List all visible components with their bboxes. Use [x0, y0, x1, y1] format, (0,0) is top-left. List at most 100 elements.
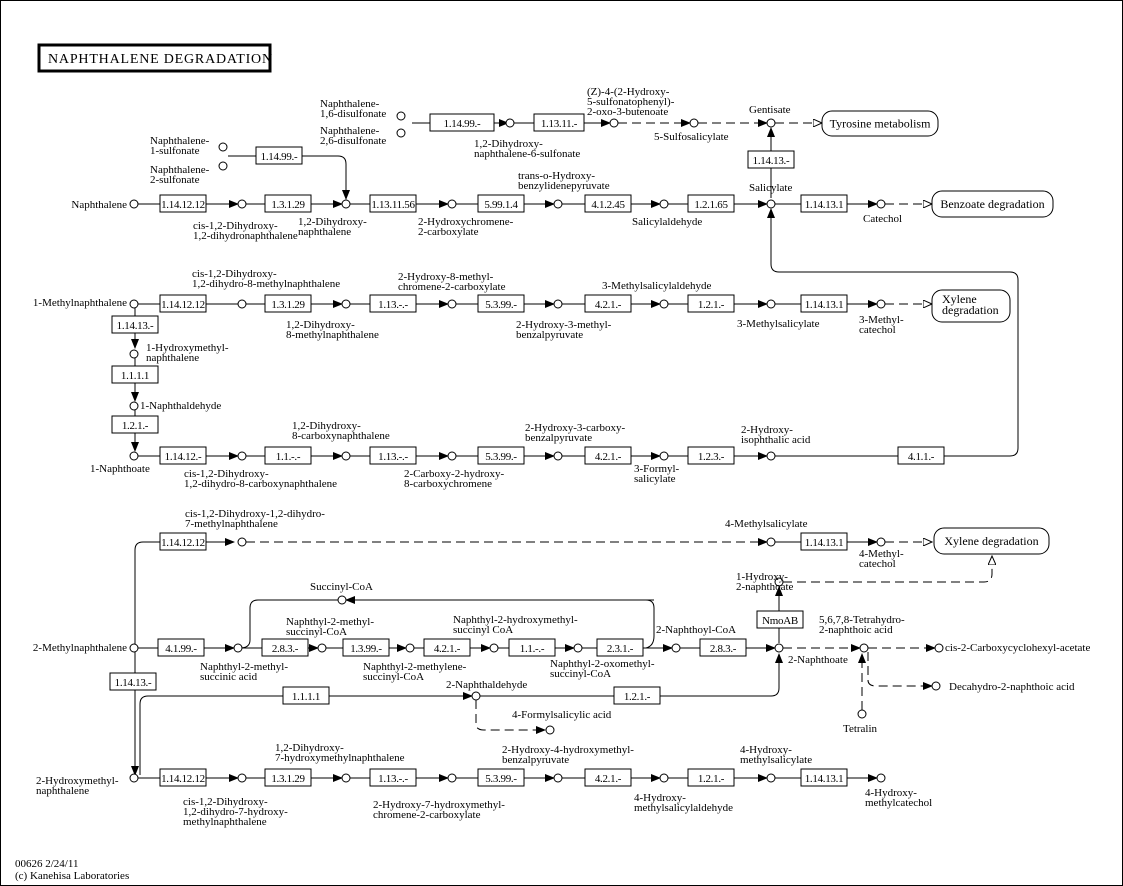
- compound-node[interactable]: [341, 299, 351, 309]
- compound-ncoa2[interactable]: 2-Naphthoyl-CoA: [656, 624, 736, 653]
- enzyme-box-frame[interactable]: [264, 194, 312, 213]
- compound-dhn[interactable]: 1,2-Dihydroxy-naphthalene: [298, 199, 367, 238]
- compound-dh7hm[interactable]: 1,2-Dihydroxy-7-hydroxymethylnaphthalene: [275, 742, 405, 783]
- compound-h3cbp[interactable]: 2-Hydroxy-3-carboxy-benzalpyruvate: [525, 422, 626, 461]
- enzyme-box[interactable]: 1.14.12.12: [159, 194, 207, 213]
- enzyme-box[interactable]: 4.1.1.-: [897, 446, 945, 465]
- enzyme-box[interactable]: 1.3.99.-: [342, 638, 390, 657]
- compound-tetralin[interactable]: Tetralin: [843, 709, 878, 735]
- compound-salald[interactable]: Salicylaldehyde: [632, 199, 702, 228]
- compound-node[interactable]: [857, 709, 867, 719]
- compound-n2mlscoa[interactable]: Naphthyl-2-methylene-succinyl-CoA: [363, 643, 467, 683]
- enzyme-box[interactable]: 1.3.1.29: [264, 294, 312, 313]
- enzyme-box-frame[interactable]: [477, 446, 525, 465]
- compound-cisdh7hm[interactable]: cis-1,2-Dihydroxy-1,2-dihydro-7-hydroxy-…: [183, 773, 288, 828]
- compound-n2s[interactable]: Naphthalene-2-sulfonate: [150, 161, 228, 186]
- compound-n16ds[interactable]: Naphthalene-1,6-disulfonate: [320, 98, 406, 121]
- compound-n2msa[interactable]: Naphthyl-2-methyl-succinic acid: [200, 643, 288, 683]
- compound-node[interactable]: [609, 118, 619, 128]
- enzyme-box-frame[interactable]: [584, 446, 632, 465]
- enzyme-box-frame[interactable]: [264, 294, 312, 313]
- compound-node[interactable]: [341, 773, 351, 783]
- enzyme-box[interactable]: 1.13.-.-: [369, 294, 417, 313]
- enzyme-box-frame[interactable]: [613, 686, 661, 705]
- enzyme-box[interactable]: 4.2.1.-: [584, 768, 632, 787]
- map-box[interactable]: [931, 190, 1054, 218]
- compound-h8mcc[interactable]: 2-Hydroxy-8-methyl-chromene-2-carboxylat…: [398, 271, 506, 309]
- enzyme-box[interactable]: 1.2.1.65: [687, 194, 735, 213]
- compound-mcat3[interactable]: 3-Methyl-catechol: [859, 299, 904, 336]
- compound-h3mbp[interactable]: 2-Hydroxy-3-methyl-benzalpyruvate: [516, 299, 612, 341]
- compound-node[interactable]: [237, 199, 247, 209]
- compound-node[interactable]: [489, 643, 499, 653]
- compound-node[interactable]: [553, 299, 563, 309]
- compound-dh8m[interactable]: 1,2-Dihydroxy-8-methylnaphthalene: [286, 299, 379, 341]
- enzyme-box[interactable]: 1.14.13.1: [800, 294, 848, 313]
- enzyme-box[interactable]: 1.14.13.1: [800, 768, 848, 787]
- enzyme-box[interactable]: 1.2.1.-: [613, 686, 661, 705]
- compound-node[interactable]: [237, 299, 247, 309]
- pathway-map-link[interactable]: Xylene degradation: [933, 527, 1050, 555]
- compound-node[interactable]: [447, 299, 457, 309]
- enzyme-box[interactable]: 1.3.1.29: [264, 768, 312, 787]
- enzyme-box-frame[interactable]: [261, 638, 309, 657]
- compound-n2mscoa[interactable]: Naphthyl-2-methyl-succinyl-CoA: [286, 616, 374, 653]
- compound-succoa[interactable]: Succinyl-CoA: [310, 581, 373, 605]
- compound-node[interactable]: [659, 451, 669, 461]
- compound-node[interactable]: [766, 118, 776, 128]
- compound-hmn1[interactable]: 1-Hydroxymethyl-naphthalene: [129, 342, 229, 364]
- compound-node[interactable]: [766, 299, 776, 309]
- compound-cisdh7m[interactable]: cis-1,2-Dihydroxy-1,2-dihydro-7-methylna…: [185, 508, 325, 547]
- compound-h7hmcc[interactable]: 2-Hydroxy-7-hydroxymethyl-chromene-2-car…: [373, 773, 505, 821]
- enzyme-box[interactable]: 1.13.11.-: [533, 113, 585, 132]
- enzyme-box-frame[interactable]: [369, 768, 417, 787]
- compound-fsa4[interactable]: 4-Formylsalicylic acid: [512, 709, 612, 735]
- compound-n2omscoa[interactable]: Naphthyl-2-oxomethyl-succinyl-CoA: [550, 643, 655, 680]
- enzyme-box[interactable]: 2.3.1.-: [596, 638, 644, 657]
- compound-node[interactable]: [341, 199, 351, 209]
- compound-cisdhn[interactable]: cis-1,2-Dihydroxy-1,2-dihydronaphthalene: [193, 199, 298, 242]
- compound-mn1[interactable]: 1-Methylnaphthalene: [33, 297, 139, 309]
- map-box[interactable]: [821, 110, 939, 137]
- compound-nat1[interactable]: 1-Naphthoate: [90, 451, 150, 475]
- compound-nald2[interactable]: 2-Naphthaldehyde: [446, 679, 527, 701]
- enzyme-box-frame[interactable]: [897, 446, 945, 465]
- enzyme-box-frame[interactable]: [159, 446, 207, 465]
- enzyme-box-frame[interactable]: [369, 194, 417, 213]
- enzyme-box-frame[interactable]: [423, 638, 471, 657]
- compound-naphthalene[interactable]: Naphthalene: [71, 199, 139, 211]
- compound-node[interactable]: [934, 643, 944, 653]
- enzyme-box[interactable]: 1.14.12.-: [159, 446, 207, 465]
- compound-node[interactable]: [573, 643, 583, 653]
- compound-nald1[interactable]: 1-Naphthaldehyde: [129, 400, 221, 412]
- compound-node[interactable]: [396, 111, 406, 121]
- compound-node[interactable]: [553, 199, 563, 209]
- enzyme-box[interactable]: 1.14.99.-: [255, 146, 303, 165]
- enzyme-box-frame[interactable]: [687, 446, 735, 465]
- enzyme-box-frame[interactable]: [255, 146, 303, 165]
- compound-node[interactable]: [931, 681, 941, 691]
- enzyme-box-frame[interactable]: [264, 446, 312, 465]
- compound-node[interactable]: [129, 451, 139, 461]
- compound-hipa[interactable]: 2-Hydroxy-isophthalic acid: [741, 424, 811, 461]
- compound-node[interactable]: [471, 691, 481, 701]
- compound-node[interactable]: [129, 349, 139, 359]
- compound-msal3[interactable]: 3-Methylsalicylate: [737, 299, 820, 330]
- enzyme-box-frame[interactable]: [159, 294, 207, 313]
- enzyme-box[interactable]: 1.13.-.-: [369, 768, 417, 787]
- compound-node[interactable]: [876, 299, 886, 309]
- compound-node[interactable]: [659, 773, 669, 783]
- compound-node[interactable]: [659, 299, 669, 309]
- compound-node[interactable]: [671, 643, 681, 653]
- map-box[interactable]: [933, 527, 1050, 555]
- compound-node[interactable]: [766, 199, 776, 209]
- enzyme-box-frame[interactable]: [159, 194, 207, 213]
- compound-node[interactable]: [766, 773, 776, 783]
- compound-catechol[interactable]: Catechol: [863, 199, 902, 225]
- compound-node[interactable]: [876, 773, 886, 783]
- enzyme-box[interactable]: 1.2.1.-: [111, 415, 159, 434]
- compound-node[interactable]: [774, 577, 784, 587]
- enzyme-box-frame[interactable]: [369, 294, 417, 313]
- enzyme-box[interactable]: 1.2.1.-: [687, 294, 735, 313]
